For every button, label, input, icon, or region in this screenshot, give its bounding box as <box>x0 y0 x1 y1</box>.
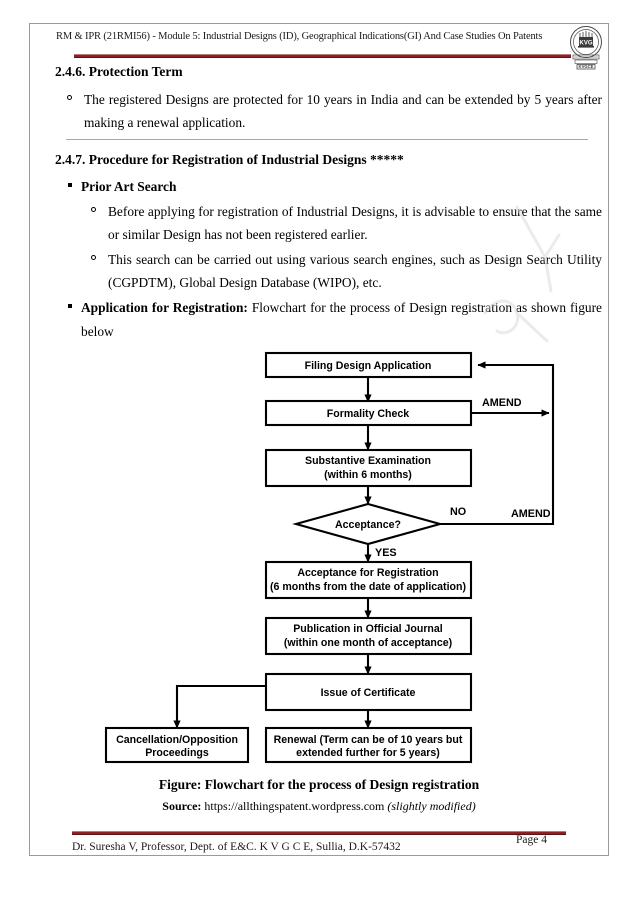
flow-label-filing: Filing Design Application <box>305 360 432 372</box>
flow-edge-label-amend-acceptance: AMEND <box>511 508 551 520</box>
footer-author: Dr. Suresha V, Professor, Dept. of E&C. … <box>72 841 401 853</box>
prior-art-bullet-1: Before applying for registration of Indu… <box>108 204 602 243</box>
flow-label-cancellation-1: Cancellation/Opposition <box>116 734 238 746</box>
prior-art-bullet-2: This search can be carried out using var… <box>108 252 602 291</box>
flow-label-acceptance: Acceptance? <box>335 519 401 531</box>
flow-label-renewal-1: Renewal (Term can be of 10 years but <box>274 734 463 746</box>
kvgce-college-emblem-icon: KVG KVGCE <box>567 25 605 70</box>
page-frame <box>29 23 609 856</box>
flow-box-publication <box>264 616 473 656</box>
list-item: This search can be carried out using var… <box>30 248 608 294</box>
square-bullet-icon <box>68 183 72 188</box>
flow-box-cancellation <box>104 726 250 764</box>
flow-label-accept-reg-2: (6 months from the date of application) <box>270 581 466 593</box>
flow-edge-label-no: NO <box>450 506 466 518</box>
footer-divider-rule <box>72 831 566 835</box>
sub-heading-application-for-registration: Application for Registration: Flowchart … <box>30 296 608 342</box>
flow-box-accept-registration <box>264 560 473 600</box>
document-body: 2.4.6. Protection Term The registered De… <box>30 62 608 345</box>
sub-heading-prior-art-search: Prior Art Search <box>30 175 608 198</box>
svg-text:KVGCE: KVGCE <box>579 64 594 69</box>
circle-bullet-icon <box>91 207 96 213</box>
section-heading-2-4-7: 2.4.7. Procedure for Registration of Ind… <box>55 151 404 167</box>
flow-box-substantive <box>264 448 473 488</box>
figure-source-line: Source: https://allthingspatent.wordpres… <box>30 797 608 816</box>
flow-label-accept-reg-1: Acceptance for Registration <box>297 567 438 579</box>
header-divider-rule <box>74 54 571 58</box>
list-item: The registered Designs are protected for… <box>30 88 608 134</box>
flow-label-cancellation-2: Proceedings <box>145 747 209 759</box>
application-for-registration-label: Application for Registration: <box>81 300 248 316</box>
flow-box-certificate <box>264 672 473 712</box>
figure-source-label: Source: <box>162 799 202 814</box>
figure-caption: Figure: Flowchart for the process of Des… <box>30 775 608 816</box>
flow-diamond-acceptance <box>292 502 444 546</box>
page-header: RM & IPR (21RMI56) - Module 5: Industria… <box>30 24 608 66</box>
flow-edge-label-yes: YES <box>375 547 397 559</box>
flow-box-renewal <box>264 726 473 764</box>
flow-label-substantive-2: (within 6 months) <box>324 469 412 481</box>
flow-label-publication-1: Publication in Official Journal <box>293 623 443 635</box>
flow-label-formality: Formality Check <box>327 408 410 420</box>
figure-source-url[interactable]: https://allthingspatent.wordpress.com <box>204 799 385 814</box>
footer-page-number: Page 4 <box>516 834 547 846</box>
flow-edge-label-amend-formality: AMEND <box>482 397 522 409</box>
protection-term-text: The registered Designs are protected for… <box>84 91 602 130</box>
circle-bullet-icon <box>91 255 96 261</box>
figure-source-note: (slightly modified) <box>387 799 476 814</box>
header-title: RM & IPR (21RMI56) - Module 5: Industria… <box>56 31 543 42</box>
svg-text:KVG: KVG <box>579 41 592 47</box>
section-heading-2-4-6: 2.4.6. Protection Term <box>55 64 183 79</box>
figure-caption-title: Figure: Flowchart for the process of Des… <box>158 777 480 792</box>
square-bullet-icon <box>68 304 72 309</box>
prior-art-search-label: Prior Art Search <box>81 179 177 195</box>
flow-label-certificate: Issue of Certificate <box>321 687 416 699</box>
section-divider <box>66 139 588 140</box>
circle-bullet-icon <box>67 94 72 100</box>
flow-label-publication-2: (within one month of acceptance) <box>284 637 452 649</box>
list-item: Before applying for registration of Indu… <box>30 200 608 246</box>
design-registration-flowchart: Filing Design Application Formality Chec… <box>30 340 608 770</box>
flow-label-renewal-2: extended further for 5 years) <box>296 747 440 759</box>
flow-box-formality <box>264 399 473 427</box>
flow-label-substantive-1: Substantive Examination <box>305 455 431 467</box>
flow-box-filing <box>264 351 473 379</box>
